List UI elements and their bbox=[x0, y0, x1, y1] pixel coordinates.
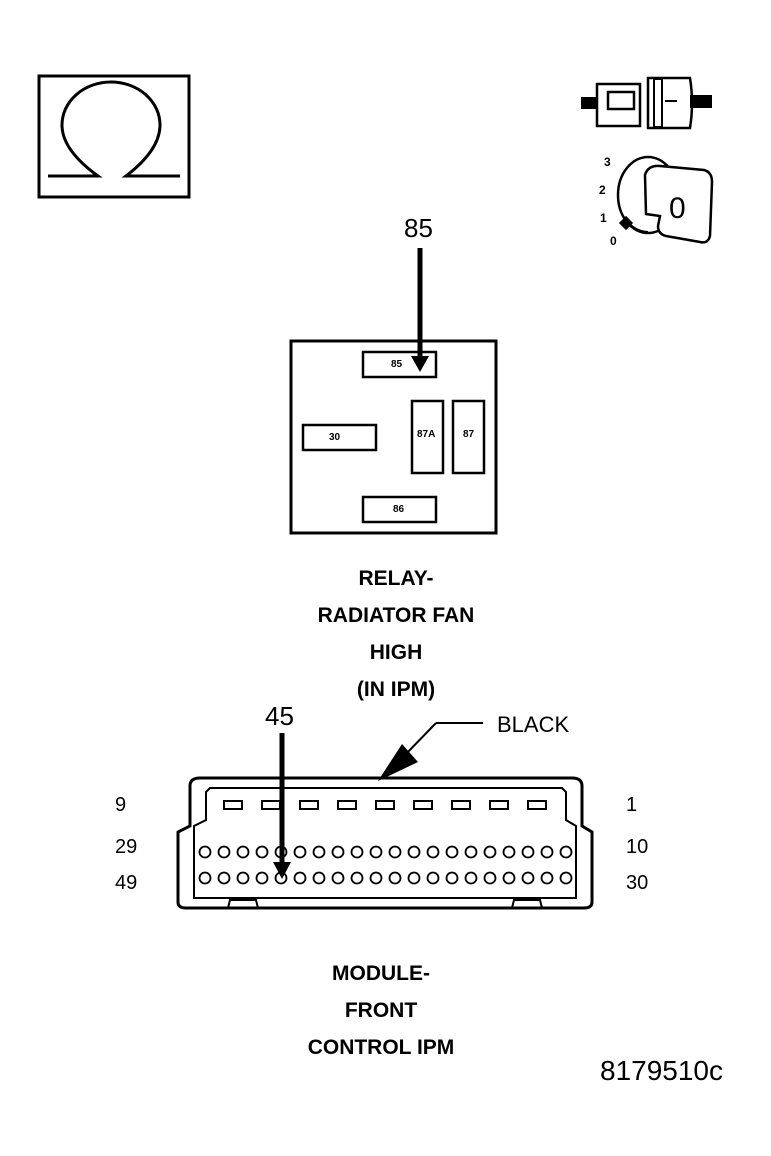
relay-terminal-87a: 87A bbox=[417, 429, 436, 440]
row-label-top-right: 1 bbox=[626, 794, 638, 816]
ignition-position-3: 3 bbox=[604, 155, 611, 169]
pin-cavity bbox=[217, 845, 231, 859]
relay-terminal-87: 87 bbox=[463, 429, 475, 440]
relay-caption-line-1: RELAY- bbox=[358, 567, 434, 590]
pin-cavity bbox=[540, 871, 554, 885]
pin-cavity bbox=[559, 845, 573, 859]
pin-cavity bbox=[337, 800, 357, 810]
pin-cavity bbox=[540, 845, 554, 859]
relay-caption-line-4: (IN IPM) bbox=[356, 678, 436, 701]
pin-cavity bbox=[407, 871, 421, 885]
relay-pointer-arrow bbox=[411, 248, 429, 372]
pin-cavity bbox=[483, 845, 497, 859]
pin-cavity bbox=[331, 845, 345, 859]
pin-cavity bbox=[261, 800, 281, 810]
pin-cavity bbox=[559, 871, 573, 885]
pin-cavity bbox=[236, 845, 250, 859]
top-row-pins bbox=[223, 800, 547, 810]
figure-id: 8179510c bbox=[600, 1055, 724, 1086]
pin-cavity bbox=[426, 871, 440, 885]
pin-cavity bbox=[223, 800, 243, 810]
row-label-mid-left: 29 bbox=[115, 836, 138, 858]
disconnected-connector-icon bbox=[581, 76, 712, 130]
connector-caption-line-1: MODULE- bbox=[332, 962, 430, 985]
pin-cavity bbox=[198, 845, 212, 859]
pin-cavity bbox=[502, 871, 516, 885]
bottom-row-pins bbox=[198, 871, 573, 885]
black-label-leader bbox=[378, 722, 483, 781]
pin-cavity bbox=[198, 871, 212, 885]
pin-cavity bbox=[445, 845, 459, 859]
pin-cavity bbox=[350, 871, 364, 885]
pin-cavity bbox=[255, 845, 269, 859]
ignition-position-2: 2 bbox=[599, 183, 606, 197]
pin-cavity bbox=[464, 871, 478, 885]
pin-cavity bbox=[350, 845, 364, 859]
relay-caption-line-3: HIGH bbox=[369, 641, 423, 664]
pin-cavity bbox=[527, 800, 547, 810]
pin-cavity bbox=[489, 800, 509, 810]
pin-cavity bbox=[502, 845, 516, 859]
ignition-key-label: 0 bbox=[669, 192, 686, 225]
pin-cavity bbox=[521, 871, 535, 885]
pin-cavity bbox=[375, 800, 395, 810]
pin-cavity bbox=[255, 871, 269, 885]
relay-terminal-30: 30 bbox=[329, 432, 341, 443]
relay-caption-line-2: RADIATOR FAN bbox=[317, 604, 475, 627]
row-label-bottom-left: 49 bbox=[115, 872, 138, 894]
pin-cavity bbox=[369, 845, 383, 859]
pin-cavity bbox=[293, 845, 307, 859]
row-label-bottom-right: 30 bbox=[626, 872, 649, 894]
row-label-top-left: 9 bbox=[115, 794, 127, 816]
pin-cavity bbox=[445, 871, 459, 885]
connector-pointer-label: 45 bbox=[265, 701, 294, 731]
relay-pointer-label: 85 bbox=[404, 213, 433, 243]
pin-cavity bbox=[388, 845, 402, 859]
pin-cavity bbox=[407, 845, 421, 859]
pin-cavity bbox=[217, 871, 231, 885]
pin-cavity bbox=[236, 871, 250, 885]
pin-cavity bbox=[413, 800, 433, 810]
relay-terminal-86: 86 bbox=[393, 504, 405, 515]
pin-cavity bbox=[331, 871, 345, 885]
connector-pointer-arrow bbox=[273, 733, 291, 879]
pin-cavity bbox=[464, 845, 478, 859]
ohm-symbol-icon bbox=[37, 74, 191, 199]
ignition-position-1: 1 bbox=[600, 211, 607, 225]
relay-body bbox=[289, 339, 498, 535]
pin-cavity bbox=[388, 871, 402, 885]
middle-row-pins bbox=[198, 845, 573, 859]
connector-caption-line-2: FRONT bbox=[344, 999, 418, 1022]
pin-cavity bbox=[451, 800, 471, 810]
pin-cavity bbox=[483, 871, 497, 885]
pin-cavity bbox=[312, 871, 326, 885]
pin-cavity bbox=[426, 845, 440, 859]
pin-cavity bbox=[369, 871, 383, 885]
connector-caption-line-3: CONTROL IPM bbox=[307, 1036, 455, 1059]
relay-caption: RELAY- RADIATOR FAN HIGH (IN IPM) bbox=[246, 560, 546, 708]
pin-cavity bbox=[312, 845, 326, 859]
connector-caption: MODULE- FRONT CONTROL IPM bbox=[231, 955, 531, 1066]
ignition-key-icon bbox=[616, 155, 714, 244]
row-label-mid-right: 10 bbox=[626, 836, 649, 858]
connector-body bbox=[176, 776, 594, 910]
relay-terminal-85: 85 bbox=[391, 359, 403, 370]
connector-color-label: BLACK bbox=[497, 712, 570, 737]
pin-cavity bbox=[299, 800, 319, 810]
pin-cavity bbox=[521, 845, 535, 859]
pin-cavity bbox=[293, 871, 307, 885]
ignition-position-0: 0 bbox=[610, 234, 617, 248]
